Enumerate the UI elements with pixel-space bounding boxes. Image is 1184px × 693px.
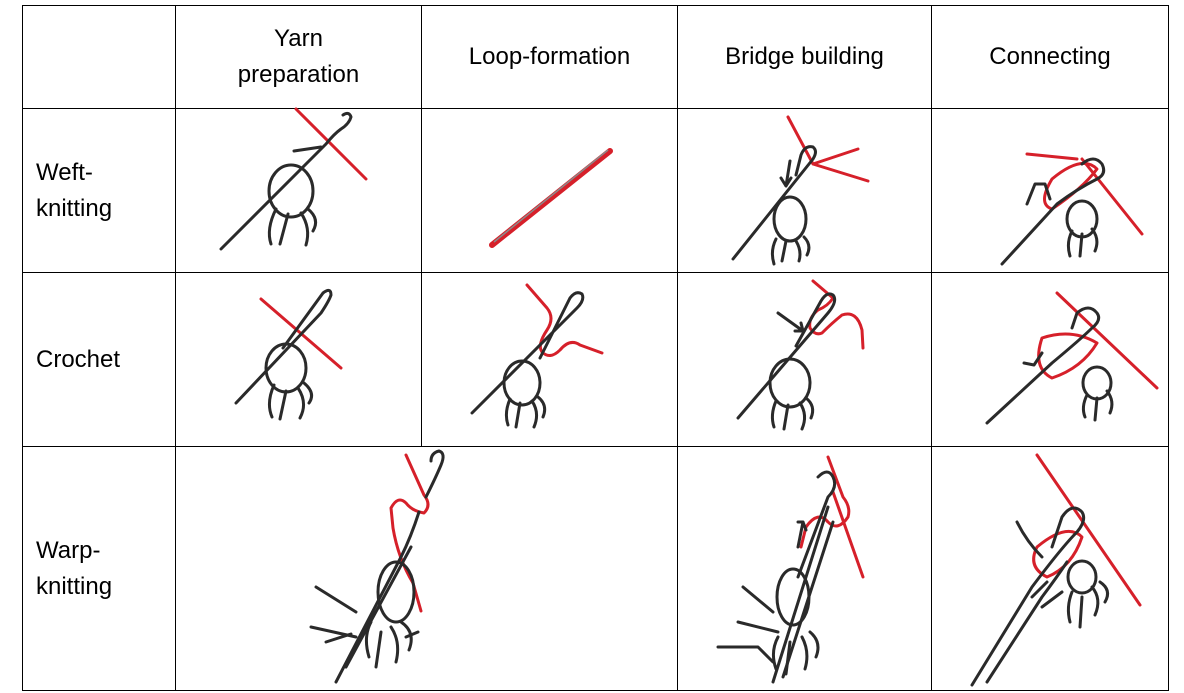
row-label-weft-knitting: Weft- knitting bbox=[36, 109, 174, 272]
header-bridge-building-text: Bridge building bbox=[725, 43, 884, 70]
header-connecting: Connecting bbox=[932, 6, 1168, 108]
col-divider-3 bbox=[677, 5, 678, 691]
table-border-left bbox=[22, 5, 23, 691]
table-border-bottom bbox=[22, 690, 1169, 691]
weft-yarn-preparation-diagram bbox=[219, 107, 368, 251]
col-divider-4 bbox=[931, 5, 932, 691]
row-label-warp-knitting: Warp- knitting bbox=[36, 447, 174, 690]
header-divider bbox=[22, 108, 1169, 109]
table-border-top bbox=[22, 5, 1169, 6]
row-label-crochet-text: Crochet bbox=[36, 345, 121, 373]
header-yarn-preparation: Yarn preparation bbox=[176, 6, 421, 108]
warp-connecting-diagram bbox=[970, 453, 1142, 687]
col-divider-1 bbox=[175, 5, 176, 691]
crochet-yarn-preparation-diagram bbox=[234, 288, 343, 421]
crochet-bridge-building-diagram bbox=[736, 279, 865, 431]
weft-connecting-diagram bbox=[1000, 152, 1144, 266]
col-divider-2-upper bbox=[421, 5, 422, 447]
table-border-right bbox=[1168, 5, 1169, 691]
row-label-weft-knitting-text: Weft- knitting bbox=[36, 158, 113, 222]
warp-yarn-preparation-loop-formation-diagram bbox=[309, 449, 445, 684]
header-connecting-text: Connecting bbox=[989, 43, 1111, 70]
crochet-loop-formation-diagram bbox=[470, 283, 604, 429]
crochet-connecting-diagram bbox=[985, 291, 1159, 425]
row-label-crochet: Crochet bbox=[36, 273, 174, 446]
header-loop-formation: Loop-formation bbox=[422, 6, 677, 108]
warp-bridge-building-diagram bbox=[716, 455, 865, 684]
header-loop-formation-text: Loop-formation bbox=[468, 43, 631, 70]
row-divider-2 bbox=[22, 446, 1169, 447]
header-bridge-building: Bridge building bbox=[678, 6, 931, 108]
weft-loop-formation-diagram bbox=[489, 148, 613, 248]
weft-bridge-building-diagram bbox=[731, 115, 870, 266]
row-label-warp-knitting-text: Warp- knitting bbox=[36, 536, 113, 600]
row-divider-1 bbox=[22, 272, 1169, 273]
header-yarn-preparation-text: Yarn preparation bbox=[237, 25, 360, 88]
